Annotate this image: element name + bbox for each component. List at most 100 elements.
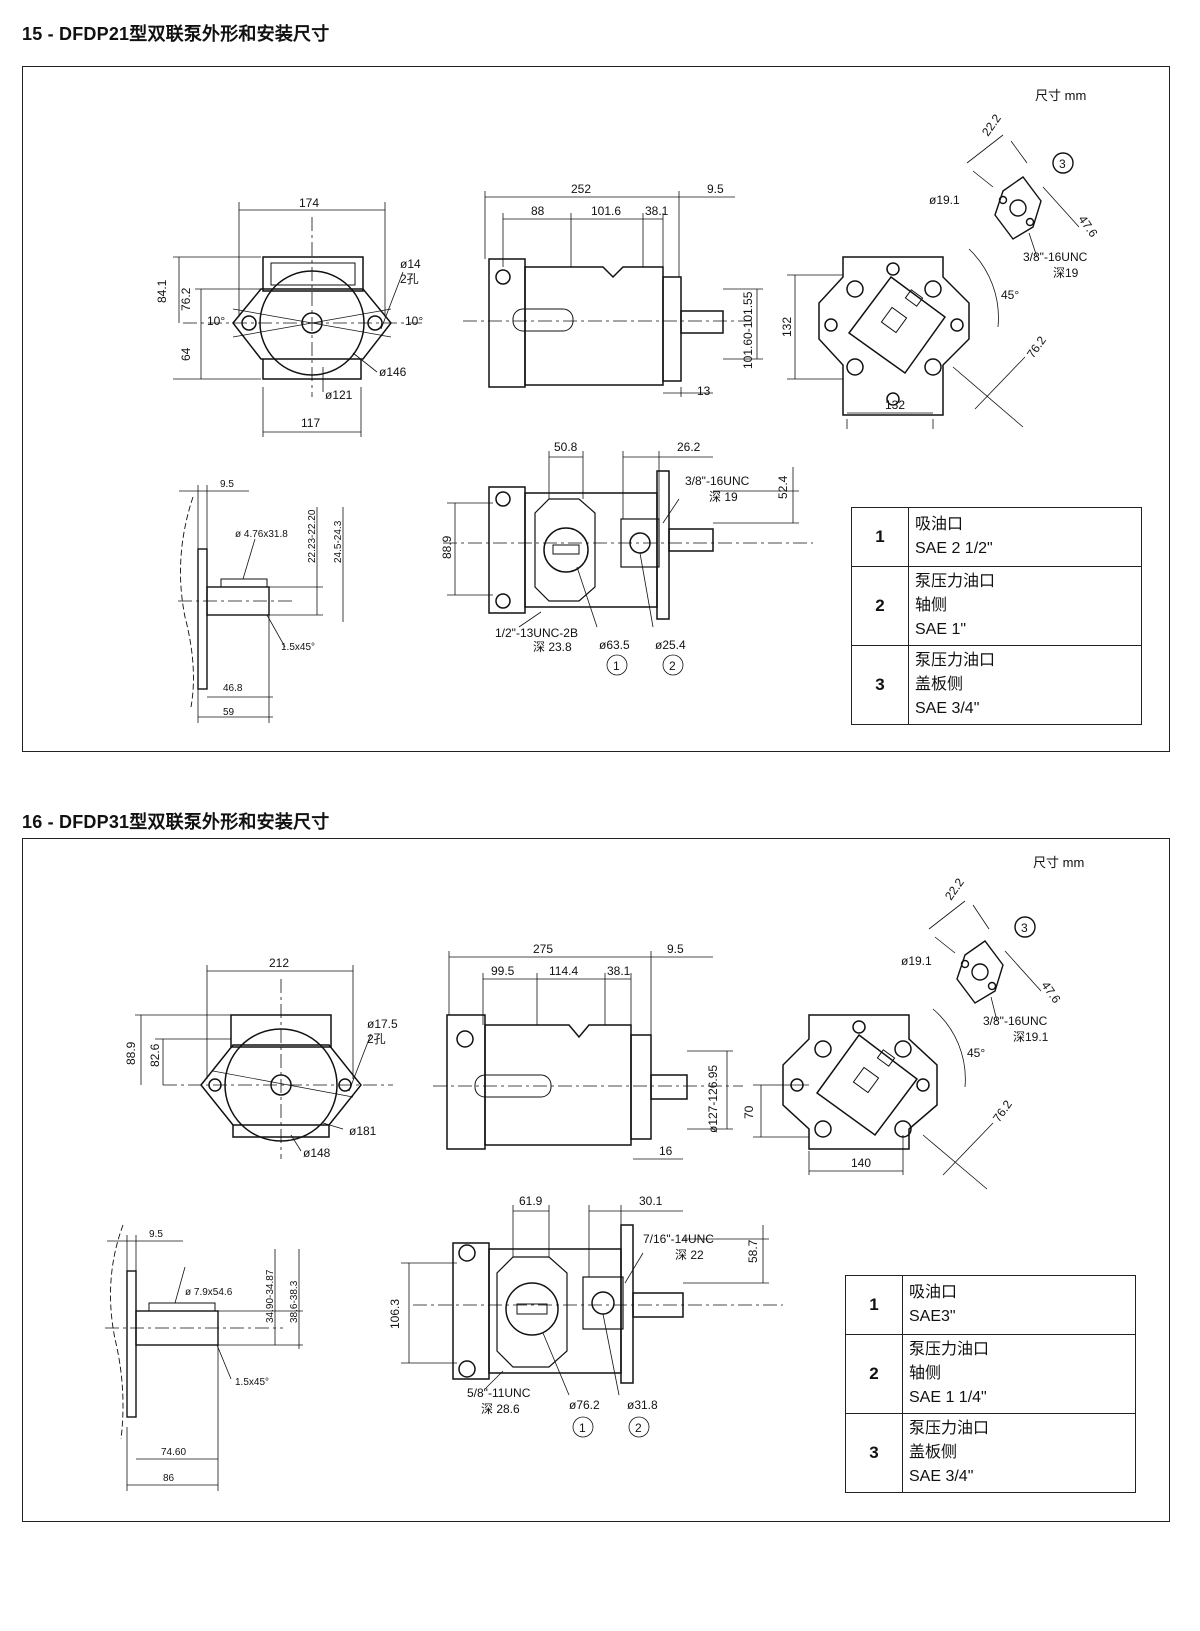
svg-text:2: 2 <box>669 659 676 673</box>
svg-text:132: 132 <box>780 317 794 337</box>
front-dimensions <box>135 965 372 1152</box>
table-row-no: 1 <box>851 507 909 567</box>
svg-text:9.5: 9.5 <box>149 1229 163 1240</box>
svg-text:38.6-38.3: 38.6-38.3 <box>289 1280 300 1323</box>
port-labels: 22.2 47.6 ø19.1 3/8"-16UNC 深19 3 <box>929 111 1101 280</box>
top-view <box>413 1224 783 1384</box>
svg-text:ø 7.9x54.6: ø 7.9x54.6 <box>185 1287 233 1298</box>
front-labels: 212 88.9 82.6 ø17.5 2孔 ø181 ø148 <box>124 956 398 1160</box>
svg-text:88: 88 <box>531 204 545 218</box>
section-16-drawing: 尺寸 mm 212 88.9 82.6 ø17.5 2孔 ø181 ø148 <box>105 855 1084 1491</box>
svg-text:24.5-24.3: 24.5-24.3 <box>333 520 344 563</box>
table-row-no: 2 <box>845 1334 903 1414</box>
key-dimensions <box>107 1235 303 1491</box>
cover-view <box>782 1014 938 1150</box>
svg-text:深19: 深19 <box>1053 266 1079 280</box>
svg-text:132: 132 <box>885 398 905 412</box>
svg-text:45°: 45° <box>1001 288 1019 302</box>
svg-text:13: 13 <box>697 384 711 398</box>
svg-text:ø19.1: ø19.1 <box>929 193 960 207</box>
svg-text:114.4: 114.4 <box>549 964 578 978</box>
svg-text:70: 70 <box>742 1105 756 1119</box>
svg-text:59: 59 <box>223 707 235 718</box>
svg-text:9.5: 9.5 <box>220 479 234 490</box>
svg-text:64: 64 <box>179 347 193 361</box>
front-dimensions <box>173 202 404 437</box>
top-dimensions <box>401 1205 769 1438</box>
svg-text:106.3: 106.3 <box>388 1299 402 1329</box>
svg-text:3/8"-16UNC: 3/8"-16UNC <box>983 1014 1048 1028</box>
svg-text:ø181: ø181 <box>349 1124 377 1138</box>
svg-text:84.1: 84.1 <box>155 279 169 303</box>
svg-text:3: 3 <box>1021 921 1028 935</box>
svg-text:140: 140 <box>851 1156 871 1170</box>
svg-text:45°: 45° <box>967 1046 985 1060</box>
svg-text:1.5x45°: 1.5x45° <box>235 1377 269 1388</box>
tag-1-circle <box>606 654 628 676</box>
svg-text:3/8"-16UNC: 3/8"-16UNC <box>685 474 750 488</box>
svg-text:深 28.6: 深 28.6 <box>481 1402 520 1416</box>
svg-text:深 23.8: 深 23.8 <box>533 640 572 654</box>
svg-text:101.6: 101.6 <box>591 204 621 218</box>
svg-text:深19.1: 深19.1 <box>1013 1030 1049 1044</box>
table-row-no: 2 <box>851 566 909 646</box>
svg-text:ø76.2: ø76.2 <box>569 1398 600 1412</box>
svg-text:26.2: 26.2 <box>677 440 701 454</box>
svg-text:7/16"-14UNC: 7/16"-14UNC <box>643 1232 714 1246</box>
svg-text:82.6: 82.6 <box>148 1043 162 1067</box>
svg-text:86: 86 <box>163 1473 175 1484</box>
tag-1-circle <box>572 1416 594 1438</box>
svg-text:47.6: 47.6 <box>1039 979 1064 1006</box>
svg-text:2孔: 2孔 <box>400 272 419 286</box>
svg-text:212: 212 <box>269 956 289 970</box>
svg-text:76.2: 76.2 <box>1024 333 1049 360</box>
key-labels: 9.5 ø 7.9x54.6 34.90-34.87 38.6-38.3 1.5… <box>149 1229 300 1484</box>
svg-text:ø14: ø14 <box>400 257 421 271</box>
unit-label: 尺寸 mm <box>1035 88 1086 103</box>
cover-labels: 132 132 45° 76.2 <box>780 288 1049 412</box>
tag-2-circle <box>662 654 684 676</box>
svg-text:50.8: 50.8 <box>554 440 578 454</box>
top-labels: 61.9 30.1 7/16"-14UNC 深 22 58.7 106.3 5/… <box>388 1194 760 1435</box>
svg-text:74.60: 74.60 <box>161 1447 186 1458</box>
svg-text:1.5x45°: 1.5x45° <box>281 642 315 653</box>
svg-text:ø17.5: ø17.5 <box>367 1017 398 1031</box>
svg-text:ø 4.76x31.8: ø 4.76x31.8 <box>235 529 288 540</box>
svg-text:174: 174 <box>299 196 319 210</box>
top-view <box>443 470 813 620</box>
svg-text:46.8: 46.8 <box>223 683 243 694</box>
svg-text:ø148: ø148 <box>303 1146 331 1160</box>
section-15-title: 15 - DFDP21型双联泵外形和安装尺寸 <box>22 24 330 44</box>
table-row-no: 3 <box>851 645 909 725</box>
port-detail <box>966 134 1080 258</box>
svg-text:76.2: 76.2 <box>990 1097 1015 1124</box>
side-labels: 252 9.5 88 101.6 38.1 13 101.60-101.55 <box>531 182 755 398</box>
front-view <box>163 979 393 1159</box>
unit-label: 尺寸 mm <box>1033 855 1084 870</box>
section-15-frame: 尺寸 mm 174 84.1 76.2 64 ø14 2孔 10° <box>22 66 1170 752</box>
svg-text:ø127-126.95: ø127-126.95 <box>706 1065 720 1133</box>
table-row-no: 3 <box>845 1413 903 1493</box>
svg-text:76.2: 76.2 <box>179 287 193 311</box>
svg-text:5/8"-11UNC: 5/8"-11UNC <box>467 1386 531 1400</box>
front-labels: 174 84.1 76.2 64 ø14 2孔 10° 10° ø146 ø12… <box>155 196 423 430</box>
svg-text:275: 275 <box>533 942 553 956</box>
table-row-no: 1 <box>845 1275 903 1335</box>
port-detail <box>928 900 1042 1022</box>
svg-text:10°: 10° <box>207 314 225 328</box>
svg-text:99.5: 99.5 <box>491 964 515 978</box>
svg-text:22.2: 22.2 <box>979 111 1004 138</box>
svg-text:38.1: 38.1 <box>645 204 669 218</box>
svg-text:1/2"-13UNC-2B: 1/2"-13UNC-2B <box>495 626 578 640</box>
side-view <box>463 258 753 388</box>
